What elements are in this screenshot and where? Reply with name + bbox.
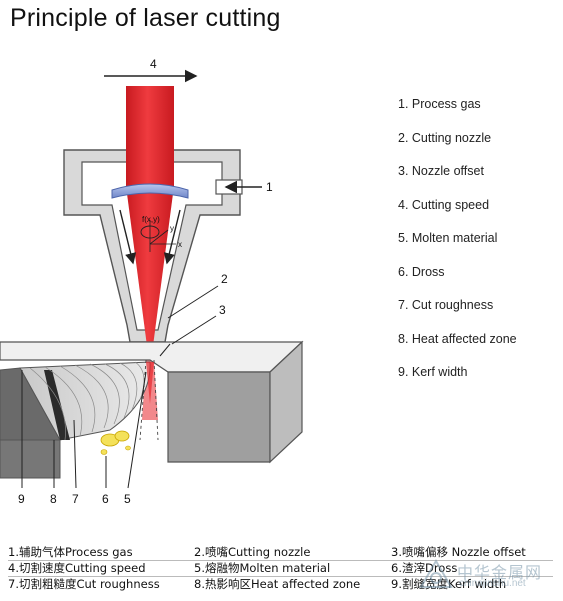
watermark-text: 中华金属网: [457, 563, 543, 582]
bilingual-legend-table: 1.辅助气体Process gas 2.喷嘴Cutting nozzle 3.喷…: [8, 545, 553, 593]
cut-striations: [29, 361, 145, 441]
legend-item-dross: 6. Dross: [398, 264, 445, 279]
legend-item-process-gas: 1. Process gas: [398, 97, 481, 111]
y-axis-label: y: [170, 224, 174, 233]
table-cell: 6.渣滓Dross: [391, 561, 458, 575]
callout-7: 7: [72, 492, 79, 506]
gas-flow-arrows: [119, 209, 181, 265]
watermark: 中华金属网 chinajinshu.net: [411, 557, 561, 593]
legend-item-cut-roughness: 7. Cut roughness: [398, 298, 494, 312]
table-cell: 5.熔融物Molten material: [194, 561, 331, 575]
callout-6: 6: [102, 492, 109, 506]
legend-item-kerf-width: 9. Kerf width: [398, 365, 468, 379]
callout-2: 2: [221, 272, 228, 286]
callout-3: 3: [219, 303, 226, 317]
diagram-title: Principle of laser cutting: [10, 4, 281, 32]
callout-leaders: [21, 285, 219, 489]
table-row: 1.辅助气体Process gas 2.喷嘴Cutting nozzle 3.喷…: [8, 545, 553, 561]
watermark-logo-icon: [419, 558, 453, 588]
molten-material: [146, 362, 154, 404]
legend: 1. Process gas 2. Cutting nozzle 3. Nozz…: [398, 96, 558, 398]
dross: [100, 430, 131, 455]
callout-1: 1: [266, 180, 273, 194]
legend-item-nozzle-offset: 3. Nozzle offset: [398, 164, 484, 178]
legend-item-cutting-nozzle: 2. Cutting nozzle: [398, 130, 492, 145]
x-axis-label: x: [178, 240, 182, 249]
table-cell: 8.热影响区Heat affected zone: [194, 577, 361, 591]
callout-numbers: 4 1 2 3 9 8 7 6 5: [18, 57, 273, 506]
callout-5: 5: [124, 492, 131, 506]
table-cell: 2.喷嘴Cutting nozzle: [194, 545, 311, 559]
legend-item-molten-material: 5. Molten material: [398, 231, 498, 245]
table-cell: 1.辅助气体Process gas: [8, 545, 133, 559]
legend-item-cutting-speed: 4. Cutting speed: [398, 197, 490, 212]
callout-9: 9: [18, 492, 25, 506]
table-cell: 7.切割粗糙度Cut roughness: [8, 577, 160, 591]
callout-8: 8: [50, 492, 57, 506]
table-row: 4.切割速度Cutting speed 5.熔融物Molten material…: [8, 561, 553, 577]
callout-4: 4: [150, 57, 157, 71]
table-cell: 4.切割速度Cutting speed: [8, 561, 146, 575]
watermark-url: chinajinshu.net: [459, 578, 526, 589]
legend-item-heat-affected-zone: 8. Heat affected zone: [398, 331, 517, 346]
table-cell: 3.喷嘴偏移 Nozzle offset: [391, 545, 526, 559]
focus-label: f(x,y): [142, 215, 160, 224]
workpiece: [0, 340, 304, 479]
focus-point-marker: [140, 220, 176, 252]
focusing-lens: [111, 183, 189, 199]
kerf-lines: [139, 359, 159, 441]
